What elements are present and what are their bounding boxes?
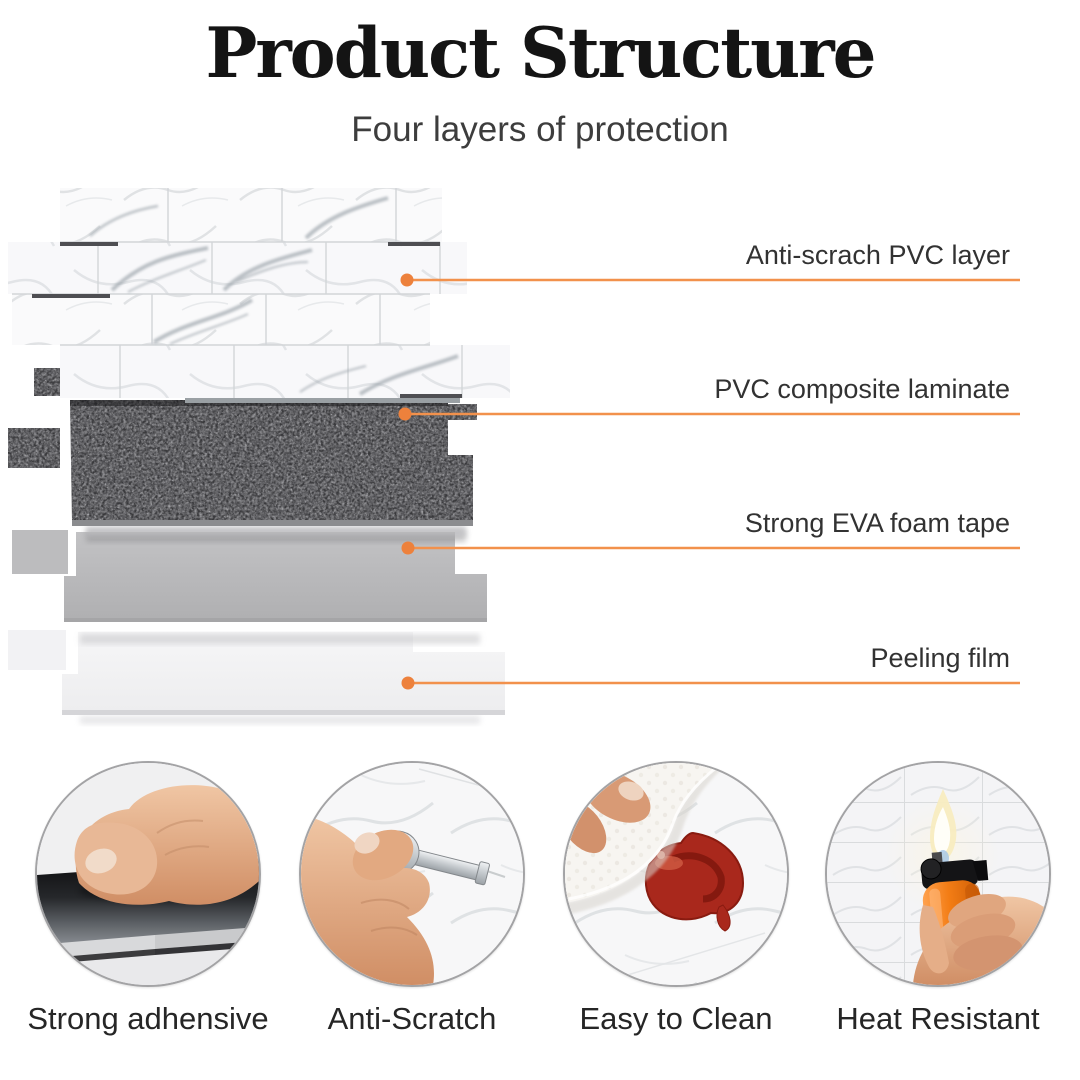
callout-lines bbox=[398, 273, 1020, 690]
lighter-flame-test-photo bbox=[827, 763, 1049, 985]
feature-caption-anti-scratch: Anti-Scratch bbox=[327, 1001, 497, 1036]
page-title: Product Structure bbox=[205, 13, 876, 94]
callout-label-eva-foam: Strong EVA foam tape bbox=[744, 508, 1010, 538]
feature-photo-heat-resistant bbox=[825, 761, 1051, 987]
marble-tile-layer bbox=[8, 188, 510, 403]
wiping-ketchup-stain-photo bbox=[565, 763, 787, 985]
feature-photo-strong-adhesive bbox=[35, 761, 261, 987]
callout-label-peeling-film: Peeling film bbox=[870, 643, 1010, 673]
callout-line-pvc-layer bbox=[400, 273, 1020, 287]
callout-line-peeling-film bbox=[401, 676, 1020, 690]
callout-label-pvc-layer: Anti-scrach PVC layer bbox=[745, 240, 1010, 270]
peeling-film-layer bbox=[8, 630, 505, 724]
feature-photo-anti-scratch bbox=[299, 761, 525, 987]
feature-caption-heat-resistant: Heat Resistant bbox=[836, 1001, 1040, 1036]
feature-photo-easy-to-clean bbox=[563, 761, 789, 987]
hand-pressing-adhesive-photo bbox=[37, 763, 259, 985]
layer-stack-diagram bbox=[8, 188, 1020, 724]
callout-line-eva-foam bbox=[401, 541, 1020, 555]
page-subtitle: Four layers of protection bbox=[351, 110, 729, 149]
feature-caption-strong-adhesive: Strong adhensive bbox=[27, 1001, 269, 1036]
callout-line-composite-laminate bbox=[398, 407, 1020, 421]
feature-caption-easy-to-clean: Easy to Clean bbox=[579, 1001, 773, 1036]
callout-label-composite-laminate: PVC composite laminate bbox=[714, 374, 1010, 404]
key-scratch-test-photo bbox=[301, 763, 523, 985]
eva-foam-layer bbox=[12, 530, 487, 622]
